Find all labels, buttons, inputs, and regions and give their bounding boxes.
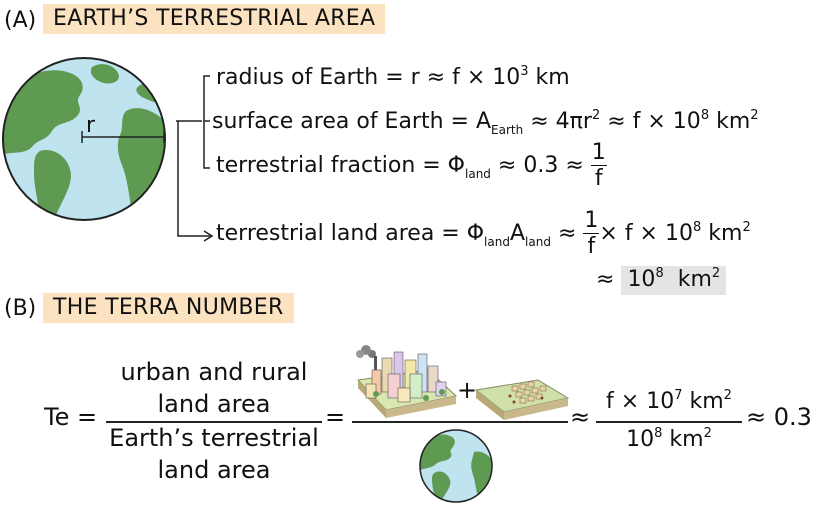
surface-area-equation: surface area of Earth = AEarth ≈ 4πr2 ≈ … bbox=[212, 108, 759, 137]
panel-a-label: (A) bbox=[4, 8, 37, 33]
approx-sign-1: ≈ bbox=[570, 403, 591, 431]
numeric-fraction-numerator: f × 107 km2 bbox=[606, 388, 732, 414]
globe-radius-label: r bbox=[86, 113, 96, 138]
bracket-connector bbox=[176, 75, 214, 242]
picture-fraction-bar bbox=[352, 421, 568, 423]
approx-result: ≈ 0.3 bbox=[746, 403, 812, 431]
plus-sign: + bbox=[457, 376, 478, 404]
te-fraction-numerator: urban and rural land area bbox=[120, 358, 308, 418]
result-highlight: 108 km2 bbox=[621, 266, 727, 295]
te-label: Te = bbox=[44, 403, 98, 431]
small-globe-icon bbox=[419, 429, 493, 503]
panel-b-title: THE TERRA NUMBER bbox=[43, 293, 294, 323]
panel-a-title: EARTH’S TERRESTRIAL AREA bbox=[43, 4, 386, 34]
te-fraction-denominator: Earth’s terrestrial land area bbox=[109, 424, 319, 484]
equals-sign: = bbox=[325, 403, 346, 431]
numeric-fraction-bar bbox=[596, 421, 742, 423]
radius-equation: radius of Earth = r ≈ f × 103 km bbox=[216, 64, 570, 90]
land-area-result: ≈ 108 km2 bbox=[596, 266, 727, 295]
panel-b-label: (B) bbox=[4, 296, 37, 321]
te-fraction-bar bbox=[106, 421, 322, 423]
numeric-fraction-denominator: 108 km2 bbox=[626, 426, 712, 452]
farmland-block-icon bbox=[474, 379, 570, 420]
city-block-icon bbox=[356, 345, 458, 418]
earth-globe-icon bbox=[2, 57, 166, 221]
